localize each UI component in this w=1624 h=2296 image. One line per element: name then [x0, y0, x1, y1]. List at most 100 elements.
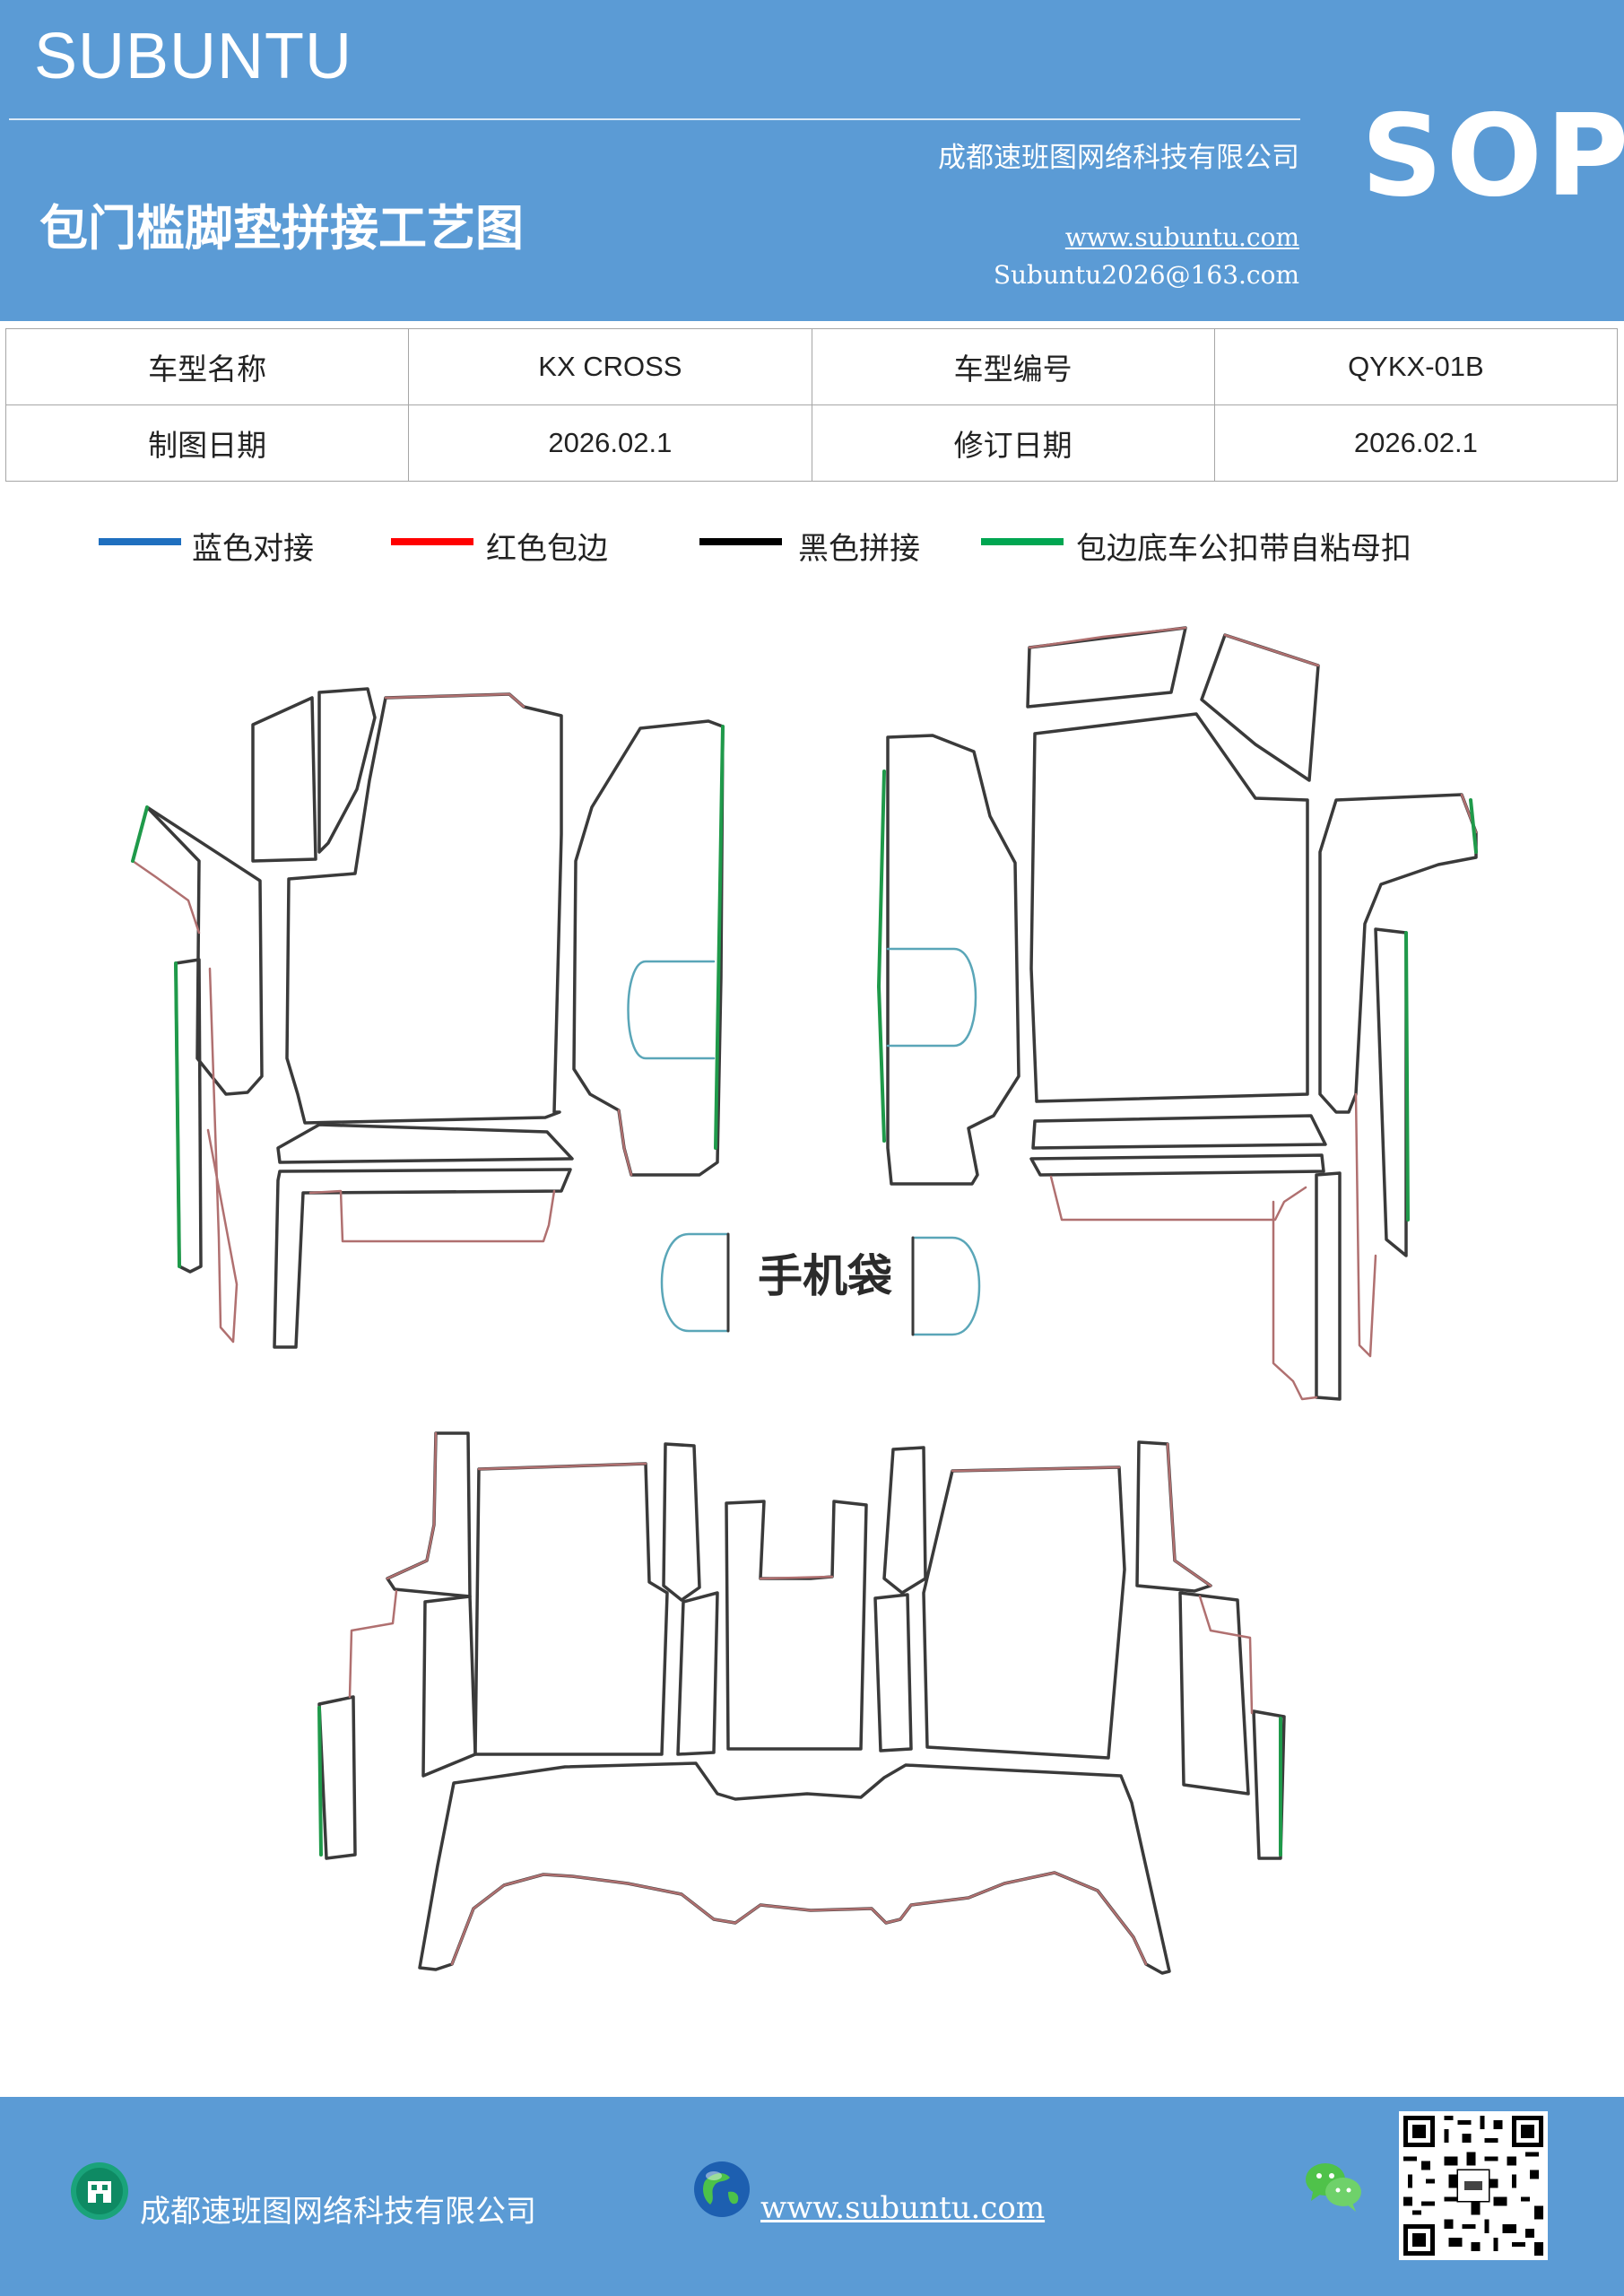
left-front-blue-edges [627, 960, 716, 1060]
mat-piece [1315, 1171, 1342, 1401]
mat-piece [1252, 1709, 1286, 1860]
edge-line [1049, 1175, 1307, 1222]
building-icon [71, 2162, 128, 2220]
mat-piece [285, 692, 563, 1125]
edge-line [384, 692, 525, 709]
mat-piece [1135, 1440, 1212, 1593]
left-front-green-edges [131, 725, 725, 1268]
mat-piece [317, 687, 377, 854]
edge-line [386, 1431, 438, 1580]
right-front-mat-group [886, 626, 1478, 1401]
green-edge-line [1469, 798, 1478, 854]
edge-line [1272, 1200, 1318, 1401]
qr-code-icon [1399, 2111, 1548, 2260]
legend-item-red: 红色包边 [391, 524, 642, 574]
mat-piece [473, 1462, 669, 1756]
mat-piece [922, 1465, 1126, 1760]
model-info-table: 车型名称 KX CROSS 车型编号 QYKX-01B 制图日期 2026.02… [4, 328, 1619, 482]
revise-date-label: 修订日期 [811, 404, 1215, 482]
edge-line [450, 1871, 1148, 1966]
mat-piece [317, 1695, 357, 1860]
mat-piece [1026, 626, 1187, 709]
legend-label: 包边底车公扣带自粘母扣 [1076, 531, 1411, 567]
footer-website-link[interactable]: www.subuntu.com [760, 2190, 1046, 2226]
mat-piece [882, 1446, 927, 1595]
green-edge-line [1404, 931, 1410, 1222]
revise-date-value: 2026.02.1 [1213, 404, 1619, 482]
rear-green-edges [317, 1706, 1282, 1857]
legend-label: 蓝色对接 [192, 531, 314, 567]
mat-piece [676, 1591, 719, 1756]
legend-label: 黑色拼接 [798, 531, 920, 567]
header-banner: SUBUNTU 包门槛脚垫拼接工艺图 成都速班图网络科技有限公司 www.sub… [0, 0, 1624, 321]
mat-piece [1178, 1591, 1250, 1796]
mat-piece [572, 719, 725, 1177]
blue-edge-line [886, 947, 977, 1048]
edge-line [759, 1575, 834, 1580]
company-name: 成都速班图网络科技有限公司 [938, 142, 1299, 174]
legend-item-green: 包边底车公扣带自粘母扣 [981, 524, 1483, 574]
green-edge-line [317, 1706, 323, 1857]
mat-piece [886, 734, 1020, 1186]
mat-piece [725, 1500, 868, 1751]
legend-swatch-red [391, 538, 473, 545]
edge-line [348, 1589, 398, 1699]
draw-date-value: 2026.02.1 [408, 404, 812, 482]
website-link[interactable]: www.subuntu.com [1064, 222, 1299, 252]
mat-piece [1200, 633, 1320, 782]
floor-mat-diagram: 手机袋 [0, 592, 1624, 2009]
mat-piece [418, 1761, 1171, 1975]
green-edge-line [877, 770, 886, 1143]
sop-badge: SOP [1361, 90, 1624, 222]
edge-line [1354, 1092, 1377, 1358]
header-divider [9, 118, 1300, 120]
legend-swatch-blue [99, 538, 181, 545]
left-front-mat-group [145, 687, 725, 1349]
edge-line [951, 1465, 1121, 1473]
edge-line [308, 1189, 556, 1243]
mat-piece [662, 1442, 701, 1602]
globe-icon [694, 2161, 750, 2217]
phone-pocket-left [660, 1232, 730, 1333]
rear-mat-group [317, 1431, 1286, 1975]
model-name-label: 车型名称 [4, 328, 410, 405]
edge-line [617, 1109, 633, 1177]
edge-line [206, 967, 239, 1344]
footer-company: 成都速班图网络科技有限公司 [140, 2194, 536, 2230]
mat-piece [421, 1595, 477, 1778]
mat-piece [1374, 927, 1408, 1257]
mat-piece [276, 1123, 574, 1164]
green-edge-line [174, 961, 181, 1268]
mat-piece [873, 1593, 913, 1752]
legend-label: 红色包边 [486, 531, 608, 567]
qr-code [1399, 2111, 1548, 2260]
footer-banner: 成都速班图网络科技有限公司 www.subuntu.com [0, 2097, 1624, 2296]
blue-edge-line [627, 960, 716, 1060]
right-front-green-edges [877, 770, 1478, 1222]
mat-piece [1029, 712, 1309, 1103]
phone-pocket-group: 手机袋 [660, 1232, 981, 1336]
phone-pocket-right [911, 1236, 981, 1336]
email-address: Subuntu2026@163.com [993, 260, 1299, 290]
edge-line [1166, 1442, 1212, 1587]
table-row: 制图日期 2026.02.1 修订日期 2026.02.1 [4, 404, 1619, 482]
right-front-edges [1028, 626, 1478, 1401]
edge-line [1028, 626, 1187, 649]
wechat-icon[interactable] [1304, 2160, 1363, 2213]
legend-item-blue: 蓝色对接 [99, 524, 350, 574]
right-front-blue-edges [886, 947, 977, 1048]
table-row: 车型名称 KX CROSS 车型编号 QYKX-01B [4, 328, 1619, 405]
brand-name: SUBUNTU [34, 21, 353, 92]
mat-piece [251, 696, 317, 863]
edge-line [1223, 633, 1320, 667]
phone-pocket-label: 手机袋 [758, 1250, 892, 1302]
rear-edges [348, 1431, 1254, 1966]
edge-line [1198, 1595, 1254, 1715]
mat-piece [1031, 1114, 1327, 1150]
mat-piece [145, 805, 264, 1096]
model-code-value: QYKX-01B [1213, 328, 1619, 405]
edge-line [477, 1462, 647, 1471]
green-edge-line [714, 725, 725, 1150]
green-edge-line [131, 805, 149, 863]
mat-piece [1029, 1153, 1325, 1177]
